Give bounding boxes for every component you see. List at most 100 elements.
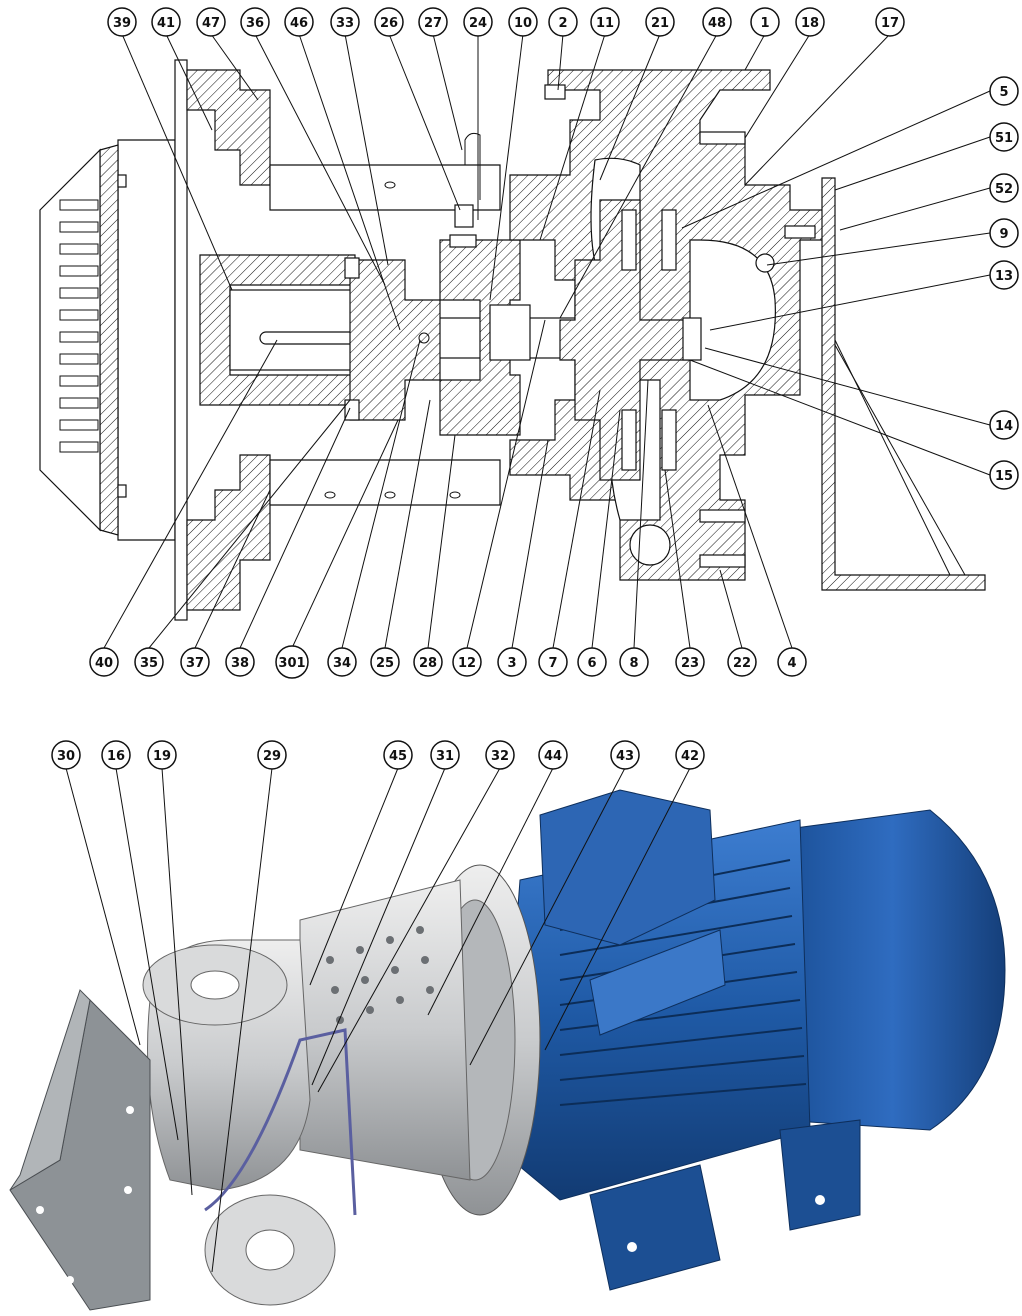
callout-label: 28 xyxy=(419,656,437,671)
callout-bubble: 19 xyxy=(147,740,177,770)
motor-foot xyxy=(589,1164,721,1291)
callout-bubble: 3 xyxy=(497,647,527,677)
impeller xyxy=(559,199,702,481)
callout-label: 4 xyxy=(787,656,796,671)
callout-label: 43 xyxy=(616,749,634,764)
callout-bubble: 17 xyxy=(875,7,905,37)
callout-label: 24 xyxy=(469,16,487,31)
callout-bubble: 40 xyxy=(89,647,119,677)
callout-bubble: 11 xyxy=(590,7,620,37)
motor-fan-cover xyxy=(39,139,176,541)
callout-bubble: 51 xyxy=(989,122,1019,152)
callout-bubble: 35 xyxy=(134,647,164,677)
callout-label: 12 xyxy=(458,656,476,671)
callout-label: 5 xyxy=(999,85,1008,100)
callout-bubble: 12 xyxy=(452,647,482,677)
coupling xyxy=(344,257,441,421)
callout-label: 30 xyxy=(57,749,75,764)
callout-bubble: 30 xyxy=(51,740,81,770)
callout-bubble: 34 xyxy=(327,647,357,677)
callout-bubble: 301 xyxy=(275,645,309,679)
callout-bubble: 23 xyxy=(675,647,705,677)
callout-bubble: 8 xyxy=(619,647,649,677)
lantern-adapter xyxy=(269,164,501,506)
callout-bubble: 47 xyxy=(196,7,226,37)
callout-bubble: 14 xyxy=(989,410,1019,440)
callout-bubble: 7 xyxy=(538,647,568,677)
callout-bubble: 33 xyxy=(330,7,360,37)
support-foot xyxy=(821,177,986,591)
callout-label: 40 xyxy=(95,656,113,671)
callout-bubble: 43 xyxy=(610,740,640,770)
callout-bubble: 44 xyxy=(538,740,568,770)
callout-label: 35 xyxy=(140,656,158,671)
callout-label: 13 xyxy=(995,269,1013,284)
callout-bubble: 26 xyxy=(374,7,404,37)
callout-label: 3 xyxy=(507,656,516,671)
callout-label: 7 xyxy=(548,656,557,671)
callout-label: 15 xyxy=(995,469,1013,484)
callout-bubble: 36 xyxy=(240,7,270,37)
callout-label: 301 xyxy=(278,656,305,671)
callout-label: 27 xyxy=(424,16,442,31)
callout-label: 47 xyxy=(202,16,220,31)
callout-label: 51 xyxy=(995,131,1013,146)
terminal-box xyxy=(539,789,716,946)
callout-label: 17 xyxy=(881,16,899,31)
callout-label: 38 xyxy=(231,656,249,671)
callout-bubble: 48 xyxy=(702,7,732,37)
callout-label: 21 xyxy=(651,16,669,31)
callout-label: 33 xyxy=(336,16,354,31)
callout-label: 1 xyxy=(760,16,769,31)
callout-bubble: 4 xyxy=(777,647,807,677)
callout-label: 16 xyxy=(107,749,125,764)
callout-label: 9 xyxy=(999,227,1008,242)
callout-label: 23 xyxy=(681,656,699,671)
callout-label: 52 xyxy=(995,182,1013,197)
callout-label: 14 xyxy=(995,419,1013,434)
callout-label: 22 xyxy=(733,656,751,671)
seal-cover xyxy=(439,132,531,436)
render-view xyxy=(9,789,1006,1311)
callout-bubble: 22 xyxy=(727,647,757,677)
callout-bubble: 42 xyxy=(675,740,705,770)
callout-bubble: 15 xyxy=(989,460,1019,490)
callout-label: 6 xyxy=(587,656,596,671)
callout-label: 37 xyxy=(186,656,204,671)
motor-end-cover xyxy=(779,809,1006,1131)
callout-bubble: 21 xyxy=(645,7,675,37)
callout-label: 2 xyxy=(558,16,567,31)
callout-label: 29 xyxy=(263,749,281,764)
callout-bubble: 32 xyxy=(485,740,515,770)
callout-bubble: 10 xyxy=(508,7,538,37)
callout-bubble: 41 xyxy=(151,7,181,37)
callout-bubble: 13 xyxy=(989,260,1019,290)
motor-flange xyxy=(174,59,356,621)
callout-bubble: 25 xyxy=(370,647,400,677)
callout-bubble: 37 xyxy=(180,647,210,677)
callout-label: 46 xyxy=(290,16,308,31)
callout-bubble: 6 xyxy=(577,647,607,677)
callout-bubble: 24 xyxy=(463,7,493,37)
sectional-view xyxy=(39,59,986,621)
callout-bubble: 5 xyxy=(989,76,1019,106)
callout-bubble: 39 xyxy=(107,7,137,37)
motor-foot xyxy=(779,1119,861,1231)
callout-label: 36 xyxy=(246,16,264,31)
callouts: 39 41 47 36 46 33 26 27 24 10 2 11 21 48… xyxy=(51,7,1019,770)
callout-label: 41 xyxy=(157,16,175,31)
callout-label: 44 xyxy=(544,749,562,764)
callout-label: 42 xyxy=(681,749,699,764)
callout-bubble: 52 xyxy=(989,173,1019,203)
callout-label: 26 xyxy=(380,16,398,31)
callout-bubble: 45 xyxy=(383,740,413,770)
callout-bubble: 27 xyxy=(418,7,448,37)
callout-label: 10 xyxy=(514,16,532,31)
callout-label: 19 xyxy=(153,749,171,764)
callout-bubble: 28 xyxy=(413,647,443,677)
callout-bubble: 1 xyxy=(750,7,780,37)
callout-label: 8 xyxy=(629,656,638,671)
callout-label: 11 xyxy=(596,16,614,31)
callout-bubble: 38 xyxy=(225,647,255,677)
